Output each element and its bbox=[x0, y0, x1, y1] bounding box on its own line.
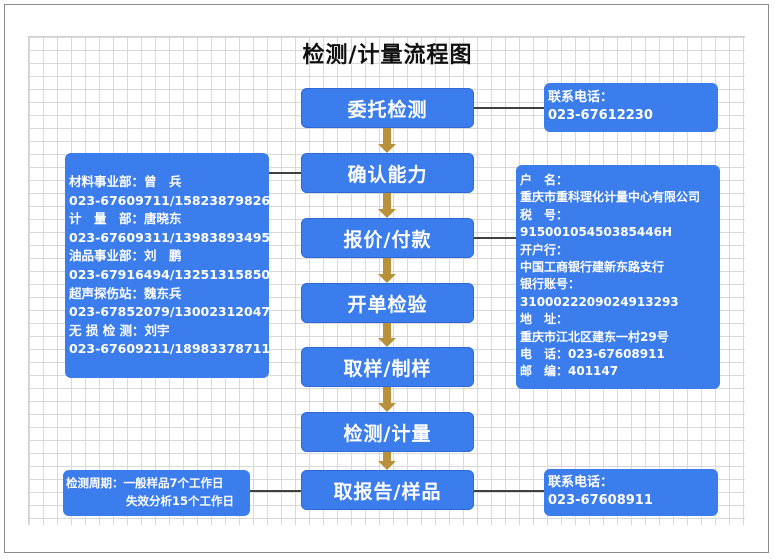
bank-info-line-2: 重庆市重科理化计量中心有限公司 bbox=[520, 190, 701, 205]
department-line-9: 无 损 检 测：刘宇 bbox=[69, 322, 170, 338]
arrow-shaft-3 bbox=[383, 258, 391, 274]
contact-box-bottom: 联系电话： 023-67608911 bbox=[544, 469, 718, 516]
contact-bottom-label: 联系电话： bbox=[548, 475, 614, 490]
bank-info-line-12: 邮 编：401147 bbox=[520, 364, 619, 379]
arrow-head-1 bbox=[378, 144, 396, 153]
department-line-7: 超声探伤站：魏东兵 bbox=[69, 285, 182, 301]
arrow-shaft-4 bbox=[383, 323, 391, 338]
cycle-box: 检测周期：一般样品7个工作日 失效分析15个工作日 bbox=[63, 470, 250, 516]
department-line-4: 023-67609311/13983893495 bbox=[69, 229, 271, 245]
bank-info-line-7: 银行账号： bbox=[520, 277, 581, 292]
contact-top-label: 联系电话： bbox=[548, 90, 614, 105]
flow-step-3: 报价/付款 bbox=[301, 218, 474, 258]
bank-info-box: 户 名： 重庆市重科理化计量中心有限公司税 号： 91500105450385446… bbox=[516, 165, 720, 389]
arrows-group bbox=[378, 128, 396, 470]
arrow-head-3 bbox=[378, 274, 396, 283]
bank-info-line-4: 91500105450385446H bbox=[520, 225, 672, 240]
arrow-head-4 bbox=[378, 338, 396, 347]
department-line-10: 023-67609211/18983378711 bbox=[69, 341, 271, 357]
arrow-head-2 bbox=[378, 209, 396, 218]
contact-box-top: 联系电话： 023-67612230 bbox=[544, 83, 718, 132]
bank-info-line-11: 电 话：023-67608911 bbox=[520, 347, 665, 362]
flow-step-2: 确认能力 bbox=[301, 153, 474, 193]
bank-info-line-5: 开户行： bbox=[520, 242, 569, 257]
cycle-line-1: 检测周期：一般样品7个工作日 bbox=[66, 476, 224, 490]
department-line-5: 油品事业部：刘 鹏 bbox=[69, 248, 182, 264]
bank-info-line-8: 3100022209024913293 bbox=[520, 294, 679, 309]
departments-box: 材料事业部：曾 兵 023-67609711/15823879826 计 量 部：唐… bbox=[65, 153, 271, 378]
cycle-line-2: 失效分析15个工作日 bbox=[126, 494, 235, 508]
bank-info-line-10: 重庆市江北区建东一村29号 bbox=[520, 329, 669, 344]
arrow-shaft-2 bbox=[383, 193, 391, 209]
bank-info-line-1: 户 名： bbox=[520, 173, 569, 187]
arrow-head-5 bbox=[378, 403, 396, 412]
department-line-6: 023-67916494/13251315850 bbox=[69, 266, 271, 282]
department-line-8: 023-67852079/13002312047 bbox=[69, 304, 271, 320]
department-line-2: 023-67609711/15823879826 bbox=[69, 192, 271, 208]
bank-info-line-9: 地 址： bbox=[520, 312, 569, 327]
arrow-head-6 bbox=[378, 461, 396, 470]
arrow-shaft-6 bbox=[383, 452, 391, 461]
bank-info-line-3: 税 号： bbox=[520, 207, 569, 222]
department-line-1: 材料事业部：曾 兵 bbox=[69, 174, 182, 189]
flow-step-5: 取样/制样 bbox=[301, 347, 474, 387]
contact-top-phone: 023-67612230 bbox=[548, 108, 653, 123]
flow-step-4: 开单检验 bbox=[301, 283, 474, 323]
flow-step-1: 委托检测 bbox=[301, 88, 474, 128]
diagram-title: 检测/计量流程图 bbox=[302, 43, 473, 68]
flow-step-7: 取报告/样品 bbox=[301, 470, 474, 510]
department-line-3: 计 量 部：唐晓东 bbox=[69, 211, 182, 227]
flow-step-6: 检测/计量 bbox=[301, 412, 474, 452]
arrow-shaft-5 bbox=[383, 387, 391, 403]
arrow-shaft-1 bbox=[383, 128, 391, 144]
bank-info-line-6: 中国工商银行建新东路支行 bbox=[520, 260, 665, 275]
contact-bottom-phone: 023-67608911 bbox=[548, 493, 653, 508]
